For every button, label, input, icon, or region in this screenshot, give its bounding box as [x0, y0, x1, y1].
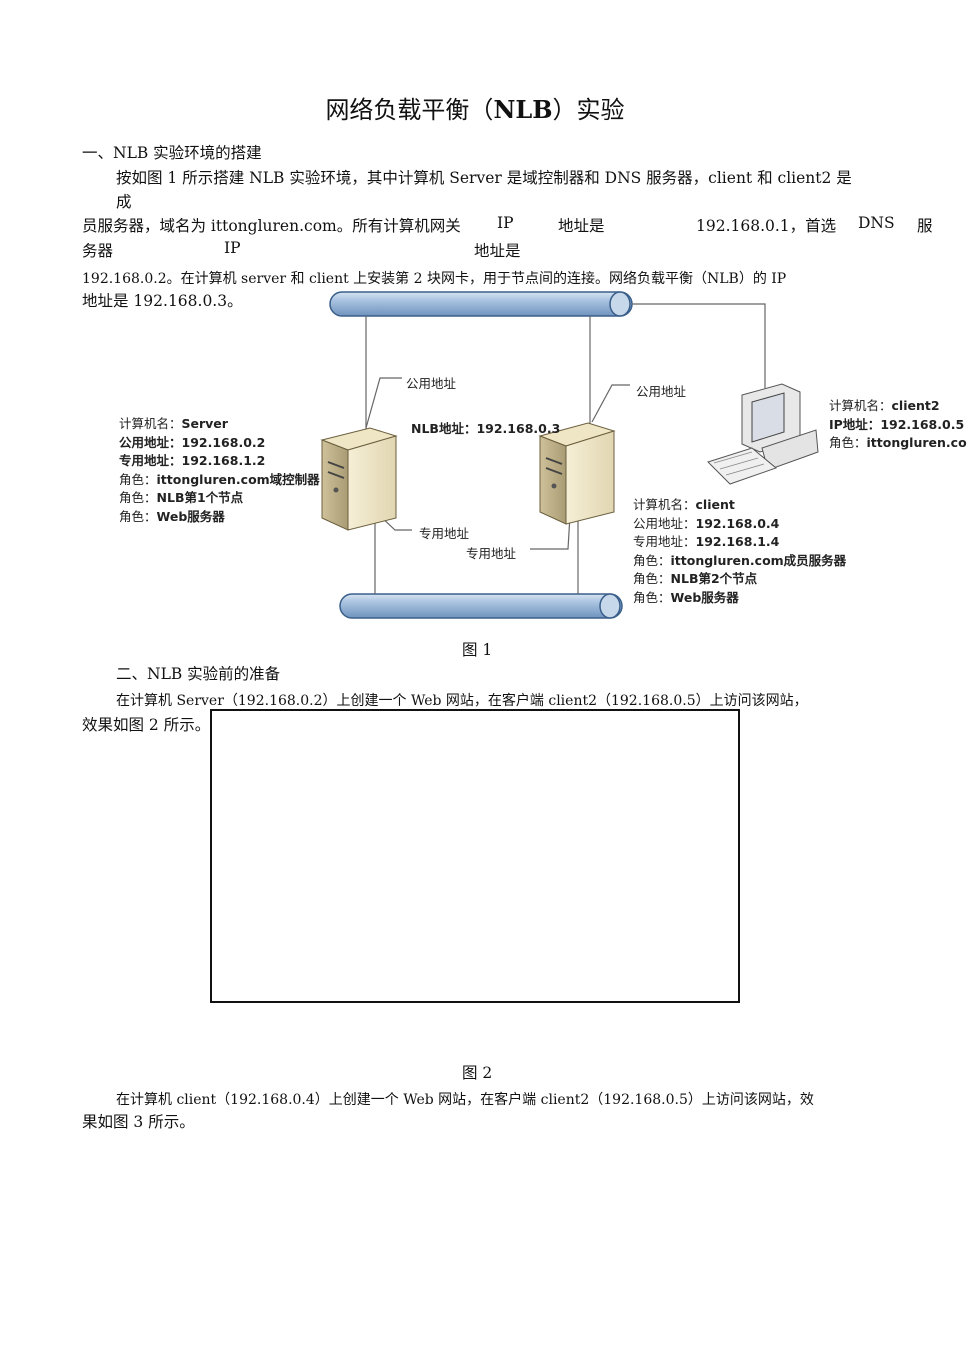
figure2-caption: 图 2 [462, 1064, 493, 1082]
paragraph1-line2f: 服 [917, 217, 933, 235]
section2-heading: 二、NLB 实验前的准备 [116, 665, 281, 683]
paragraph1-line3a: 务器 [82, 242, 114, 260]
paragraph1-line2d: 192.168.0.1，首选 [696, 217, 837, 235]
public-network-pipe [329, 291, 633, 317]
paragraph1-line4: 192.168.0.2。在计算机 server 和 client 上安装第 2 … [82, 271, 787, 287]
paragraph1-line2a: 员服务器，域名为 ittongluren.com。所有计算机网关 [82, 217, 461, 235]
private-network-pipe [339, 593, 623, 619]
nlb-address-label: NLB地址：192.168.0.3 [411, 421, 561, 436]
client-info: 计算机名：client 公用地址：192.168.0.4 专用地址：192.16… [633, 497, 847, 605]
public-address-label-right: 公用地址 [636, 384, 687, 399]
figure2-frame [210, 709, 740, 1003]
page-title: 网络负载平衡（NLB）实验 [0, 90, 950, 125]
paragraph2-line1: 在计算机 Server（192.168.0.2）上创建一个 Web 网站，在客户… [116, 693, 808, 709]
private-address-label-left: 专用地址 [419, 526, 470, 541]
paragraph1-line2b: IP [497, 214, 514, 232]
client2-info: 计算机名：client2 IP地址：192.168.0.5 角色：ittongl… [829, 398, 967, 450]
title-bold: NLB [493, 95, 553, 124]
paragraph1-line3c: 地址是 [474, 242, 521, 260]
paragraph1-line5: 地址是 192.168.0.3。 [82, 292, 243, 310]
paragraph3-line1: 在计算机 client（192.168.0.4）上创建一个 Web 网站，在客户… [116, 1092, 814, 1108]
paragraph1-line2c: 地址是 [558, 217, 605, 235]
paragraph1-line3b: IP [224, 239, 241, 257]
client2-workstation-icon [707, 383, 819, 485]
network-diagram [320, 291, 819, 619]
paragraph2-line2: 效果如图 2 所示。 [82, 716, 211, 734]
private-address-label-right: 专用地址 [466, 546, 517, 561]
server-info: 计算机名：Server 公用地址：192.168.0.2 专用地址：192.16… [119, 416, 320, 524]
paragraph3-line2: 果如图 3 所示。 [82, 1113, 195, 1131]
public-address-label-left: 公用地址 [406, 376, 457, 391]
paragraph1-line2e: DNS [858, 214, 895, 232]
figure1-caption: 图 1 [462, 641, 493, 659]
title-suffix: ）实验 [552, 96, 625, 124]
client-server-computer-icon [538, 422, 616, 525]
server-computer-icon [320, 427, 398, 531]
paragraph1-line1b: 成 [116, 193, 132, 211]
connection-lines [365, 303, 766, 594]
paragraph1-line1: 按如图 1 所示搭建 NLB 实验环境，其中计算机 Server 是域控制器和 … [116, 169, 852, 187]
title-prefix: 网络负载平衡（ [325, 96, 494, 124]
section1-heading: 一、NLB 实验环境的搭建 [82, 144, 262, 162]
